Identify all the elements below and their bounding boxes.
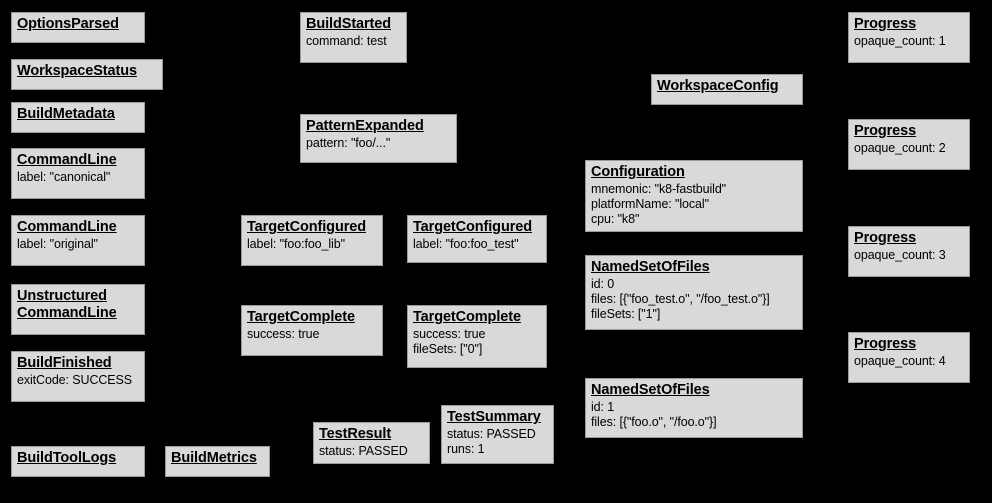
node-fields: opaque_count: 3	[854, 248, 946, 262]
node-title: TargetConfigured	[247, 219, 366, 235]
node-title: TestSummary	[447, 409, 541, 425]
node-title: OptionsParsed	[17, 16, 119, 32]
node-fields: mnemonic: "k8-fastbuild" platformName: "…	[591, 182, 727, 226]
node-workspace-status[interactable]: WorkspaceStatus	[11, 59, 163, 90]
node-title: WorkspaceStatus	[17, 63, 137, 79]
node-fields: status: PASSED	[319, 444, 408, 458]
node-fields: label: "foo:foo_lib"	[247, 237, 345, 251]
node-fields: opaque_count: 2	[854, 141, 946, 155]
node-title: BuildMetrics	[171, 450, 257, 466]
node-test-result[interactable]: TestResult status: PASSED	[313, 422, 430, 464]
node-build-metadata[interactable]: BuildMetadata	[11, 102, 145, 133]
node-named-set-of-files-0[interactable]: NamedSetOfFiles id: 0 files: [{"foo_test.…	[585, 255, 803, 330]
node-title: BuildFinished	[17, 355, 112, 371]
node-fields: status: PASSED runs: 1	[447, 427, 536, 456]
node-title: CommandLine	[17, 219, 117, 235]
node-title: PatternExpanded	[306, 118, 424, 134]
node-pattern-expanded[interactable]: PatternExpanded pattern: "foo/..."	[300, 114, 457, 163]
node-title: BuildToolLogs	[17, 450, 117, 466]
node-fields: success: true fileSets: ["0"]	[413, 327, 486, 356]
node-target-complete-foo-lib[interactable]: TargetComplete success: true	[241, 305, 383, 356]
node-title: BuildStarted	[306, 16, 392, 32]
node-title: Progress	[854, 336, 917, 352]
node-build-started[interactable]: BuildStarted command: test	[300, 12, 407, 63]
node-target-complete-foo-test[interactable]: TargetComplete success: true fileSets: ["…	[407, 305, 547, 368]
node-target-configured-foo-test[interactable]: TargetConfigured label: "foo:foo_test"	[407, 215, 547, 263]
node-fields: command: test	[306, 34, 387, 48]
node-title: Configuration	[591, 164, 685, 180]
node-fields: label: "canonical"	[17, 170, 111, 184]
node-progress-3[interactable]: Progress opaque_count: 3	[848, 226, 970, 277]
node-title: Progress	[854, 230, 917, 246]
node-fields: opaque_count: 4	[854, 354, 946, 368]
node-title: Progress	[854, 123, 917, 139]
node-title: CommandLine	[17, 152, 117, 168]
node-title: NamedSetOfFiles	[591, 259, 710, 275]
node-fields: success: true	[247, 327, 320, 341]
node-title: TargetComplete	[413, 309, 521, 325]
node-title: TargetComplete	[247, 309, 355, 325]
node-build-tool-logs[interactable]: BuildToolLogs	[11, 446, 145, 477]
node-fields: label: "foo:foo_test"	[413, 237, 519, 251]
node-fields: opaque_count: 1	[854, 34, 946, 48]
node-named-set-of-files-1[interactable]: NamedSetOfFiles id: 1 files: [{"foo.o", "…	[585, 378, 803, 438]
node-title: TargetConfigured	[413, 219, 532, 235]
node-title: WorkspaceConfig	[657, 78, 779, 94]
node-configuration[interactable]: Configuration mnemonic: "k8-fastbuild" pl…	[585, 160, 803, 232]
node-options-parsed[interactable]: OptionsParsed	[11, 12, 145, 43]
node-progress-2[interactable]: Progress opaque_count: 2	[848, 119, 970, 170]
node-target-configured-foo-lib[interactable]: TargetConfigured label: "foo:foo_lib"	[241, 215, 383, 266]
node-command-line-canonical[interactable]: CommandLine label: "canonical"	[11, 148, 145, 199]
node-title: Unstructured CommandLine	[17, 288, 117, 321]
node-fields: exitCode: SUCCESS	[17, 373, 133, 387]
node-title: BuildMetadata	[17, 106, 115, 122]
node-fields: pattern: "foo/..."	[306, 136, 391, 150]
node-fields: label: "original"	[17, 237, 98, 251]
node-fields: id: 0 files: [{"foo_test.o", "/foo_test.…	[591, 277, 770, 321]
node-fields: id: 1 files: [{"foo.o", "/foo.o"}]	[591, 400, 717, 429]
node-command-line-original[interactable]: CommandLine label: "original"	[11, 215, 145, 266]
node-workspace-config[interactable]: WorkspaceConfig	[651, 74, 803, 105]
node-progress-4[interactable]: Progress opaque_count: 4	[848, 332, 970, 383]
node-build-finished[interactable]: BuildFinished exitCode: SUCCESS	[11, 351, 145, 402]
node-progress-1[interactable]: Progress opaque_count: 1	[848, 12, 970, 63]
node-title: TestResult	[319, 426, 392, 442]
node-title: Progress	[854, 16, 917, 32]
node-title: NamedSetOfFiles	[591, 382, 710, 398]
node-test-summary[interactable]: TestSummary status: PASSED runs: 1	[441, 405, 554, 464]
node-build-metrics[interactable]: BuildMetrics	[165, 446, 270, 477]
node-unstructured-command-line[interactable]: Unstructured CommandLine	[11, 284, 145, 335]
